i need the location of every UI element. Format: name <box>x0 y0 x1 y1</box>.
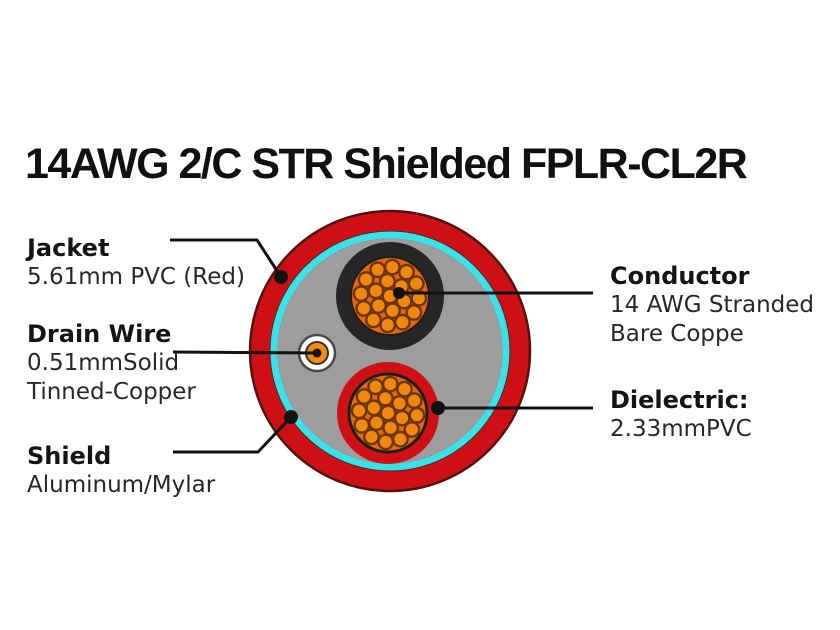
drain-wire-leader-line <box>172 350 318 355</box>
dielectric-anchor-dot <box>431 401 445 415</box>
copper-strand <box>350 402 368 420</box>
copper-strand <box>379 316 397 334</box>
jacket-callout-desc: 5.61mm PVC (Red) <box>27 264 245 290</box>
drain-wire-callout: Drain Wire 0.51mmSolid Tinned-Copper <box>27 320 196 407</box>
conductor-callout-title: Conductor <box>610 262 750 290</box>
copper-strand <box>391 430 409 448</box>
drain-wire-callout-desc-line1: 0.51mmSolid <box>27 350 180 376</box>
copper-strand <box>398 263 415 281</box>
dielectric-callout-desc: 2.33mmPVC <box>610 416 752 442</box>
drain-wire-callout-title: Drain Wire <box>27 320 172 348</box>
copper-strand <box>407 275 425 292</box>
shield-callout-desc: Aluminum/Mylar <box>27 472 216 498</box>
cable-cross-section <box>248 209 532 493</box>
copper-strands-top <box>352 258 428 334</box>
insulated-conductor-red <box>337 362 439 464</box>
copper-strand <box>405 392 423 409</box>
copper-strand <box>384 302 401 320</box>
copper-strand <box>405 304 423 321</box>
copper-strand <box>403 421 421 438</box>
drain-wire-callout-desc-line2: Tinned-Copper <box>27 379 196 405</box>
copper-strand <box>391 394 408 412</box>
conductor-callout-desc-line2: Bare Coppe <box>610 321 744 347</box>
leader-anchor-dots <box>274 270 445 424</box>
copper-strand <box>383 258 401 276</box>
copper-strand <box>367 378 384 396</box>
copper-strand <box>381 375 399 393</box>
jacket-callout-title: Jacket <box>27 234 110 262</box>
copper-strand <box>368 414 385 431</box>
shield-callout-title: Shield <box>27 442 112 470</box>
shield-ring <box>270 231 510 471</box>
copper-strand <box>352 285 370 303</box>
copper-strand <box>377 433 395 451</box>
shield-anchor-dot <box>284 410 298 424</box>
conductor-anchor-dot <box>393 287 405 299</box>
conductor-callout: Conductor 14 AWG Stranded Bare Coppe <box>610 262 814 349</box>
copper-strand <box>396 380 413 398</box>
copper-strand <box>357 271 375 288</box>
copper-strand <box>382 419 399 437</box>
copper-strand <box>369 261 386 279</box>
copper-strand <box>408 406 426 424</box>
shield-leader-line <box>173 415 293 454</box>
copper-strand <box>370 297 387 314</box>
leader-lines <box>170 238 593 454</box>
copper-strands-bottom <box>350 375 426 451</box>
copper-strand <box>365 311 382 329</box>
copper-strand <box>353 416 371 434</box>
conductor-callout-desc-line1: 14 AWG Stranded <box>610 292 815 318</box>
copper-strand <box>363 428 380 446</box>
insulated-conductor-black <box>336 242 444 350</box>
page-title: 14AWG 2/C STR Shielded FPLR-CL2R <box>25 140 748 188</box>
jacket-callout: Jacket 5.61mm PVC (Red) <box>27 234 245 292</box>
copper-strand <box>355 299 373 317</box>
shield-callout: Shield Aluminum/Mylar <box>27 442 215 500</box>
dielectric-callout: Dielectric: 2.33mmPVC <box>610 386 752 444</box>
dielectric-callout-title: Dielectric: <box>610 386 749 414</box>
jacket-leader-line <box>170 238 283 278</box>
copper-strand <box>355 388 373 405</box>
jacket-anchor-dot <box>274 270 288 284</box>
copper-strand <box>393 313 411 331</box>
copper-strand <box>376 389 394 407</box>
copper-strand <box>378 272 396 290</box>
